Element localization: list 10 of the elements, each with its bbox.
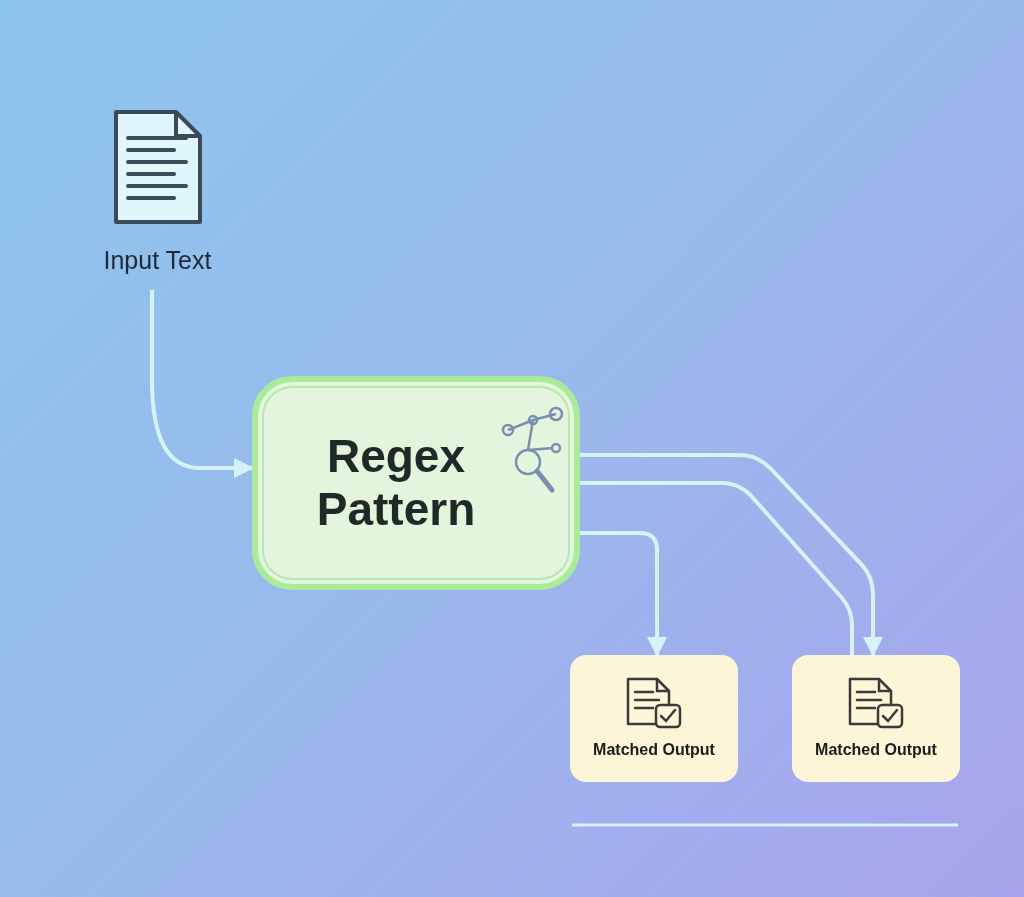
- arrow: [580, 531, 667, 657]
- node-label: Matched Output: [593, 739, 715, 760]
- output-card: [792, 655, 960, 782]
- node-label: Matched Output: [815, 739, 937, 760]
- node-label: Regex Pattern: [315, 430, 477, 536]
- node-label: Input Text: [103, 245, 212, 276]
- output-card: [570, 655, 738, 782]
- arrow: [150, 290, 254, 478]
- arrow: [580, 453, 883, 657]
- process-box: [252, 376, 580, 590]
